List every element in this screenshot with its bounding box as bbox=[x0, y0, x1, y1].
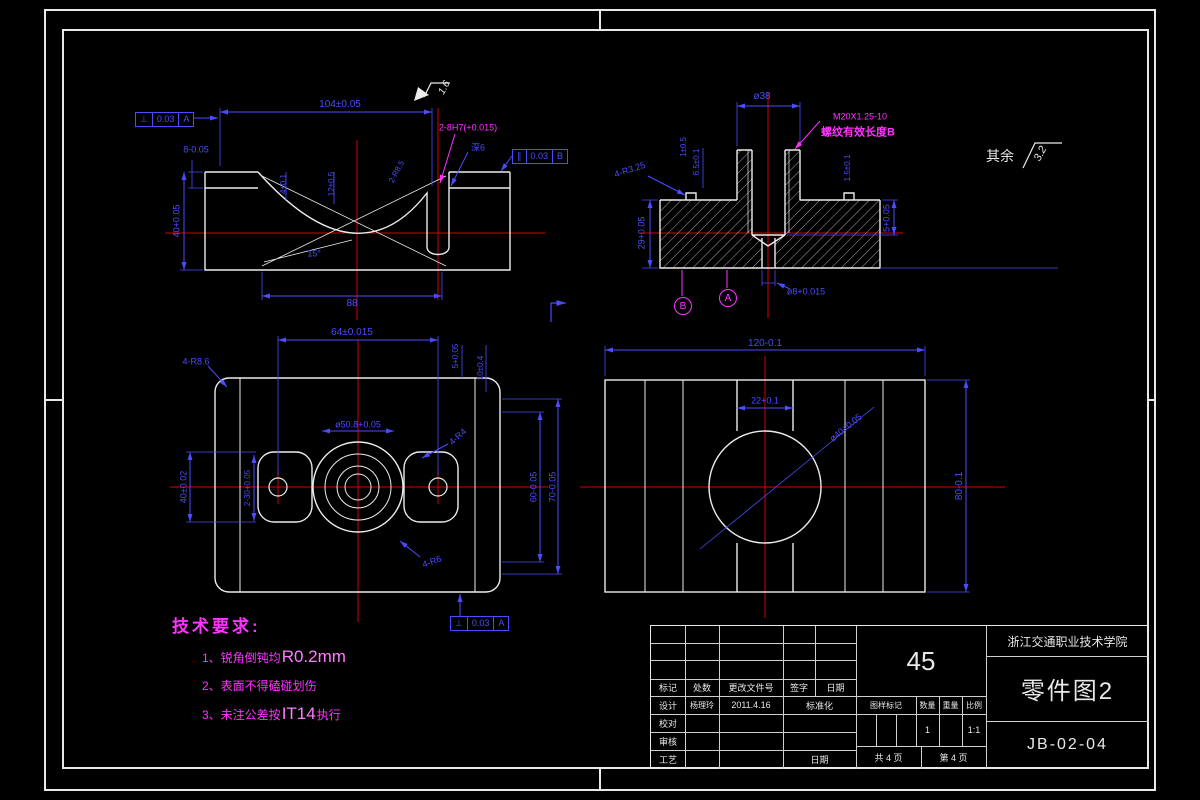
label-note-m20: M20X1.25-10 bbox=[832, 111, 888, 122]
label-dim-8: 8-0.05 bbox=[183, 144, 209, 155]
tb-rev-count-header: 处数 bbox=[692, 683, 711, 693]
tech-req-item-2: 2、表面不得磕碰划伤 bbox=[202, 679, 317, 693]
label-dim-22: 22+0.1 bbox=[751, 395, 779, 406]
label-dim-64: 64±0.015 bbox=[331, 327, 373, 338]
label-note-thread: 螺纹有效长度B bbox=[821, 126, 895, 139]
tb-quantity-value: 1 bbox=[924, 725, 930, 735]
surface-finish-symbols bbox=[414, 82, 1062, 169]
label-dim-d508: ø50.8+0.05 bbox=[335, 419, 381, 430]
label-dim-29: 29+0.05 bbox=[636, 216, 647, 250]
label-dim-120: 120-0.1 bbox=[748, 338, 782, 349]
tb-rev-mark-header: 标记 bbox=[658, 683, 677, 693]
tb-rev-date-header: 日期 bbox=[826, 683, 845, 693]
tb-date-label: 日期 bbox=[810, 755, 829, 765]
tb-rev-doc-header: 更改文件号 bbox=[728, 683, 774, 693]
tb-design-label: 设计 bbox=[658, 700, 677, 711]
label-dim-40: 40+0.05 bbox=[171, 204, 182, 238]
tb-part-number: JB-02-04 bbox=[1027, 736, 1108, 753]
label-dim-104: 104±0.05 bbox=[319, 99, 361, 110]
label-dim-12: 12±0.5 bbox=[327, 171, 336, 197]
label-dim-2-30: 2-30+0.05 bbox=[243, 469, 252, 507]
tb-material: 45 bbox=[906, 645, 936, 676]
label-dim-88: 88 bbox=[346, 298, 358, 309]
label-dim-5t: 5+0.05 bbox=[451, 343, 460, 369]
label-dim-10: 10±0.4 bbox=[476, 355, 485, 381]
label-dim-40b: 40±0.02 bbox=[178, 470, 189, 504]
datum-a: A bbox=[719, 289, 737, 307]
tb-audit-label: 审核 bbox=[658, 736, 677, 747]
label-dim-1-5: 1.5±0.1 bbox=[843, 154, 852, 182]
callout-leaders bbox=[439, 120, 821, 296]
label-dim-1: 1±0.5 bbox=[679, 137, 688, 157]
tb-scale-value: 1:1 bbox=[967, 725, 981, 735]
title-block: 标记 处数 更改文件号 签字 日期 设计 杨理玲 2011.4.16 标准化 校… bbox=[650, 625, 1149, 769]
tb-sheet-total: 共 4 页 bbox=[874, 753, 903, 763]
tb-design-date: 2011.4.16 bbox=[731, 700, 771, 710]
label-dim-2-8h7: 2-8H7(+0.015) bbox=[438, 122, 498, 133]
datum-b: B bbox=[674, 297, 692, 315]
sheet-frame bbox=[44, 9, 1156, 791]
tb-process-label: 工艺 bbox=[658, 755, 677, 765]
label-dim-d8: ø8+0.015 bbox=[786, 286, 826, 297]
tb-qty-header: 数量 bbox=[919, 700, 936, 710]
dimension-lines bbox=[180, 102, 1058, 617]
tb-school-name: 浙江交通职业技术学院 bbox=[1007, 634, 1128, 649]
label-dim-70: 70-0.05 bbox=[547, 471, 558, 503]
tb-weight-header: 重量 bbox=[942, 700, 959, 710]
section-hatch bbox=[660, 150, 880, 268]
tb-scale-header: 比例 bbox=[966, 700, 982, 710]
centerlines bbox=[165, 92, 1005, 622]
label-dim-6-5: 6.5±0.1 bbox=[692, 148, 701, 176]
label-dim-80: 80-0.1 bbox=[954, 471, 965, 501]
tb-sheet-number: 第 4 页 bbox=[939, 753, 968, 763]
label-dim-60: 60-0.05 bbox=[528, 471, 539, 503]
label-dim-4r86: 4-R8.6 bbox=[182, 356, 210, 367]
label-dim-5r: 5+0.05 bbox=[881, 204, 892, 232]
label-note-rest: 其余 bbox=[986, 148, 1014, 164]
tb-designer-name: 杨理玲 bbox=[690, 700, 714, 710]
view-thread-section bbox=[659, 149, 881, 269]
tb-rev-sign-header: 签字 bbox=[789, 683, 808, 693]
view-front-section bbox=[204, 171, 511, 271]
view-top bbox=[214, 377, 501, 593]
tb-standard-label: 标准化 bbox=[805, 700, 833, 711]
tb-stamp-header: 图样标记 bbox=[870, 700, 902, 710]
label-dim-15deg: 15° bbox=[307, 248, 321, 259]
tech-req-title: 技术要求: bbox=[172, 617, 261, 636]
tb-drawing-title: 零件图2 bbox=[1020, 678, 1115, 705]
label-dim-depth6: 深6 bbox=[470, 142, 486, 153]
tb-check-label: 校对 bbox=[658, 718, 677, 729]
label-dim-4: 4±0.1 bbox=[279, 174, 288, 194]
label-dim-d38: ø38 bbox=[753, 91, 771, 102]
